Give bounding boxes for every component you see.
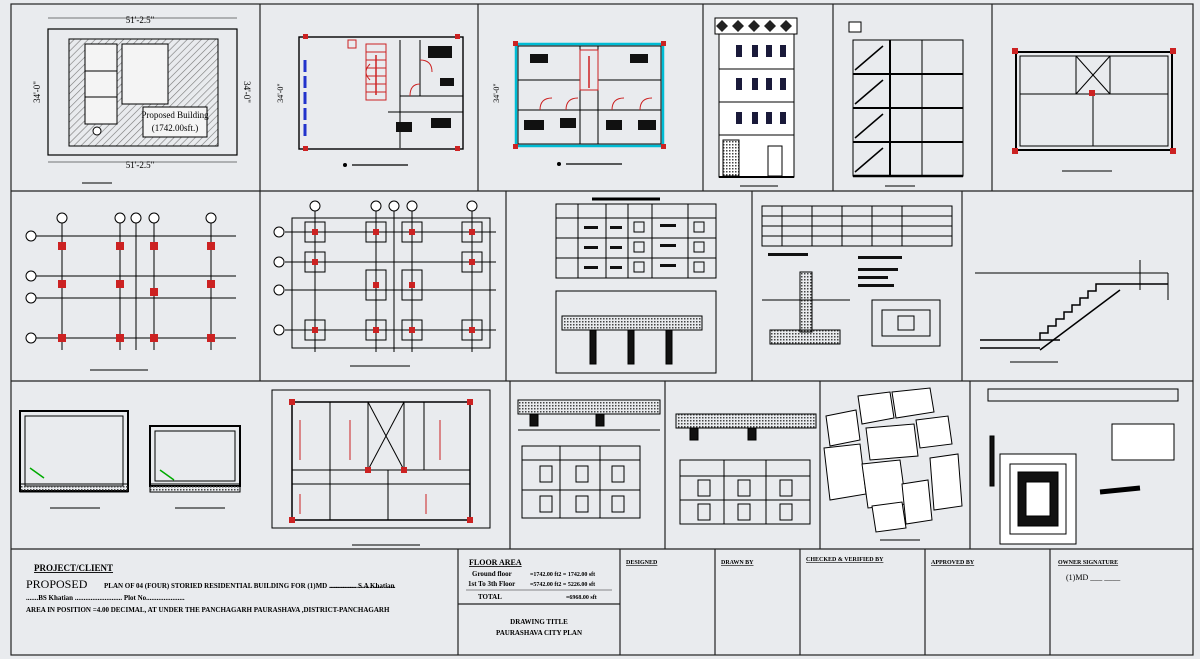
foundation-layout-panel (273, 200, 496, 367)
drawing-title-heading: DRAWING TITLE (510, 618, 568, 626)
title-block: PROJECT/CLIENT PROPOSED PLAN OF 04 (FOUR… (26, 549, 1121, 655)
location-map-panel (823, 387, 963, 541)
ground-floor-area-value: =1742.00 ft2 = 1742.00 sft (530, 572, 595, 578)
plan-description: PLAN OF 04 (FOUR) STORIED RESIDENTIAL BU… (104, 582, 396, 590)
approved-by-heading: APPROVED BY (931, 560, 975, 566)
ground-floor-depth-label: 34'-0" (276, 83, 285, 102)
roof-plan-panel (1012, 48, 1176, 172)
total-area-label: TOTAL (478, 593, 502, 601)
drawn-by-heading: DRAWN BY (721, 560, 754, 566)
owner-signature-value: (1)MD ___ ____ (1066, 573, 1121, 582)
upper-floor-area-label: 1st To 3th Floor (468, 580, 515, 588)
floor-area-heading: FLOOR AREA (469, 558, 522, 567)
proposed-word: PROPOSED (26, 577, 88, 591)
typical-floor-depth-label: 34'-0" (492, 83, 501, 102)
ground-floor-area-label: Ground floor (472, 570, 512, 578)
drawing-title-value: PAURASHAVA CITY PLAN (496, 629, 582, 637)
typical-floor-plan-panel: 34'-0" (492, 41, 666, 166)
column-schedule-panel (555, 197, 717, 374)
site-plan-panel: Proposed Building (1742.00sft.) 51'-2.5"… (32, 15, 252, 184)
slab-reinforcement-panel (271, 389, 491, 546)
project-client-heading: PROJECT/CLIENT (34, 563, 113, 573)
column-layout-panel (25, 212, 236, 371)
beam-detail-a-panel (517, 399, 661, 519)
site-depth-left: 34'-0" (32, 81, 42, 103)
designed-heading: DESIGNED (626, 560, 658, 566)
footing-detail-panel (761, 205, 953, 347)
ground-floor-plan-panel: 34'-0" (276, 34, 464, 167)
stair-detail-panel (975, 260, 1169, 363)
checked-verified-heading: CHECKED & VERIFIED BY (806, 557, 884, 563)
site-depth-right: 34'-0" (242, 81, 252, 103)
sa-khatian-label: ............... S.A Khatian (330, 582, 395, 590)
total-area-value: =6968.00 sft (566, 595, 597, 601)
front-elevation-panel (714, 17, 798, 187)
water-tank-detail-panel (19, 410, 241, 509)
beam-detail-b-panel (675, 413, 817, 525)
section-panel (848, 21, 964, 187)
plan-layout-panel (987, 388, 1179, 545)
site-building-label: Proposed Building (141, 110, 209, 120)
area-position-line: AREA IN POSITION =4.00 DECIMAL, AT UNDER… (26, 606, 390, 614)
site-width-bottom: 51'-2.5" (126, 160, 155, 170)
site-width-top: 51'-2.5" (126, 15, 155, 25)
site-area-label: (1742.00sft.) (152, 123, 199, 133)
bs-khatian-plot-line: .......BS Khatian ......................… (26, 594, 185, 602)
owner-signature-heading: OWNER SIGNATURE (1058, 560, 1118, 566)
upper-floor-area-value: =5742.00 ft2 = 5226.00 sft (530, 582, 595, 588)
sheet-grid (10, 3, 1194, 656)
